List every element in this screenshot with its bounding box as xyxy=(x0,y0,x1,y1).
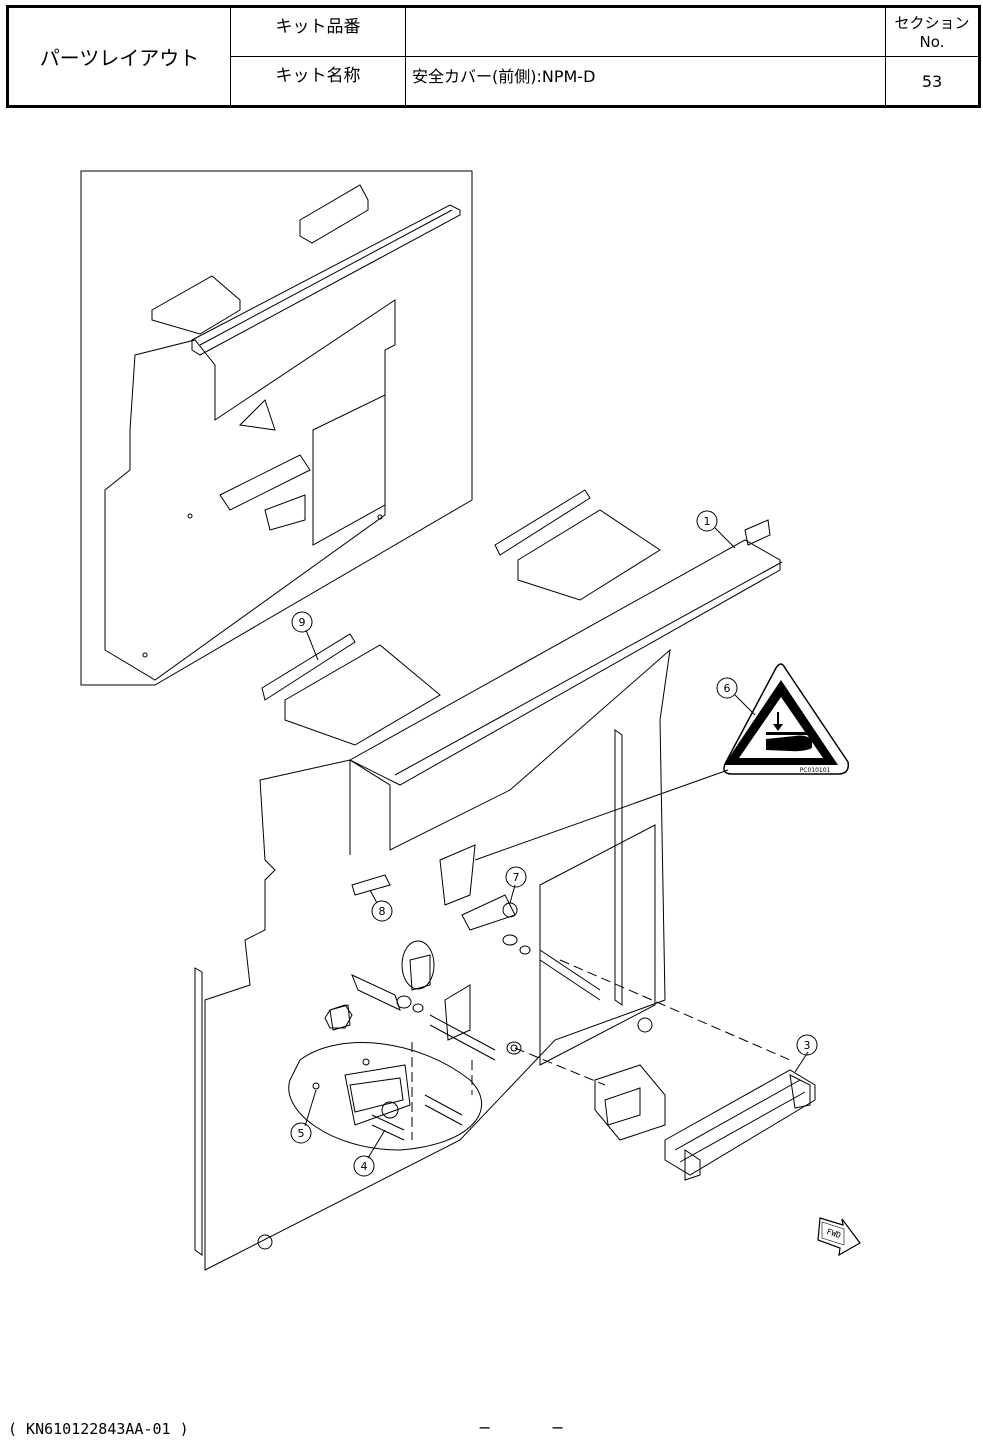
fwd-arrow-icon: FWD xyxy=(818,1218,860,1255)
inset-view xyxy=(81,171,472,685)
footer-dash-left: − xyxy=(478,1418,491,1437)
warning-label: PC010101 xyxy=(724,664,848,774)
fwd-arrow-label: FWD xyxy=(826,1227,843,1240)
callout-8-label: 8 xyxy=(379,905,386,918)
callout-7-label: 7 xyxy=(513,871,520,884)
callouts: 1 3 4 5 6 7 8 9 xyxy=(291,511,817,1176)
callout-9-label: 9 xyxy=(299,616,306,629)
callout-3-label: 3 xyxy=(804,1039,811,1052)
footer-dash-right: − xyxy=(551,1418,564,1437)
document-code: ( KN610122843AA-01 ) xyxy=(8,1420,189,1438)
warning-label-code: PC010101 xyxy=(800,767,831,774)
callout-4-label: 4 xyxy=(361,1160,368,1173)
callout-1-label: 1 xyxy=(704,515,711,528)
callout-5-label: 5 xyxy=(298,1127,305,1140)
callout-6-label: 6 xyxy=(724,682,731,695)
